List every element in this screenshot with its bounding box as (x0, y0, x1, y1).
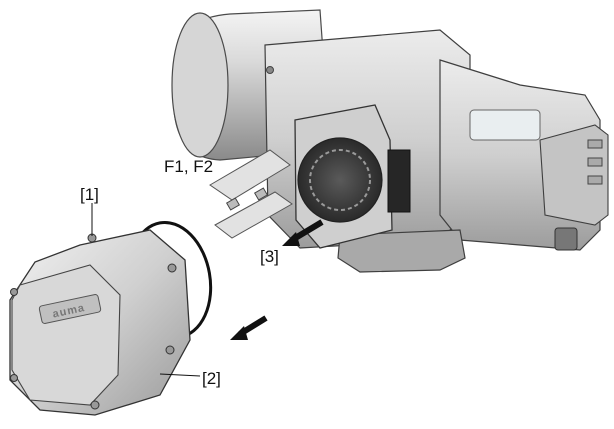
label-item-3: [3] (260, 247, 279, 266)
mounting-base (337, 229, 466, 273)
plug-cover-face (11, 264, 121, 406)
cover-screw (10, 288, 18, 296)
cable-glands (587, 139, 603, 185)
control-unit-window (469, 109, 541, 141)
side-bracket (554, 227, 578, 251)
fuse-f1 (225, 197, 241, 211)
label-item-2: [2] (202, 369, 221, 388)
leader-line-2 (159, 373, 201, 377)
cover-screw (10, 374, 18, 382)
housing-bolt (266, 66, 274, 74)
fuse-assembly (209, 149, 293, 239)
removal-arrow (282, 219, 324, 246)
fuse-carrier (209, 149, 291, 201)
fuse-carrier (214, 191, 293, 239)
plug-cover: auma (9, 229, 191, 416)
fuse-holder-panel (387, 149, 411, 213)
plug-socket-ring (309, 149, 371, 211)
cover-screw (90, 400, 100, 410)
label-fuses: F1, F2 (164, 157, 213, 176)
brand-plate (38, 294, 102, 324)
motor-end-cap (171, 12, 229, 158)
actuator-housing (171, 9, 609, 273)
removal-arrow (230, 315, 268, 340)
cover-screw (165, 345, 175, 355)
fuse-f2 (253, 187, 269, 201)
terminal-cover (539, 124, 609, 226)
cover-screw (167, 263, 177, 273)
label-item-1: [1] (80, 185, 99, 204)
